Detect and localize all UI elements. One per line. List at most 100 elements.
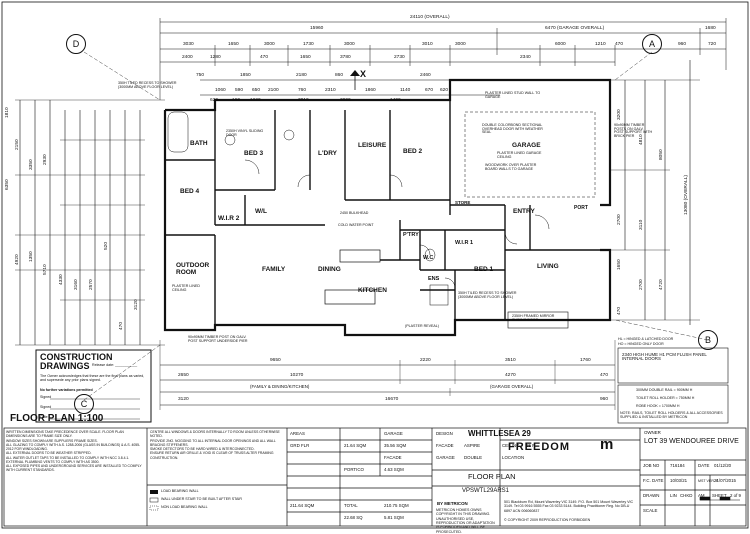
dim-left: 6350 — [5, 179, 10, 190]
note-outdoor-ceiling: PLASTER LINED CEILING — [172, 284, 200, 292]
area-facade-label: FACADE — [384, 455, 402, 460]
dim-right: 8050 — [659, 149, 664, 160]
dim-top: 2340 — [520, 55, 531, 60]
checked-value: AM — [698, 493, 705, 498]
dim-right: 3200 — [617, 109, 622, 120]
note-line: EXTERNAL PLUMBING VENTS TO COMPLY WITH A… — [6, 459, 100, 464]
dim-bottom: 9650 — [270, 358, 281, 363]
dim-top: 760 — [298, 88, 307, 93]
room-label-entry: ENTRY — [513, 208, 535, 215]
grid-marker-c: C — [74, 394, 94, 414]
room-label-family: FAMILY — [262, 266, 286, 273]
owner-label: OWNER — [644, 430, 661, 435]
room-label-kitchen: KITCHEN — [358, 287, 387, 294]
room-label-wir1: W.I.R 1 — [455, 240, 474, 246]
room-label-wl: W/L — [255, 208, 267, 215]
dim-top: 720 — [708, 42, 717, 47]
dim-top: 620 — [440, 88, 449, 93]
wall-legend-nonload: NON LOAD BEARING WALL — [161, 505, 208, 509]
garage-type-value: DOUBLE — [464, 455, 483, 460]
dim-bottom: 10270 — [290, 373, 304, 378]
dim-left: 470 — [119, 321, 124, 330]
dim-top: 1730 — [303, 42, 314, 47]
dim-overall-width: 24110 (OVERALL) — [410, 15, 450, 20]
note-line: WRITTEN DIMENSIONS TAKE PRECEDENCE OVER … — [6, 430, 124, 439]
area-header: AREAS — [290, 431, 305, 436]
design-label: DESIGN — [436, 431, 453, 436]
dim-top: 2180 — [296, 73, 307, 78]
dim-bottom: 3510 — [505, 358, 516, 363]
dim-bottom: 3120 — [178, 397, 189, 402]
dim-top: 1280 — [210, 55, 221, 60]
area-grd-label: GRD FLR — [290, 443, 310, 448]
area-ground-value: 211.64 SQM — [290, 503, 315, 508]
note-line: CENTRE ALL WINDOWS & DOORS INTERNALLY TO… — [150, 430, 280, 439]
dim-top: 1650 — [228, 42, 239, 47]
dim-top: 470 — [260, 55, 269, 60]
room-label-bed3: BED 3 — [244, 150, 264, 157]
company-by: BY METRICON — [437, 501, 468, 506]
dim-top: 160 — [232, 98, 241, 103]
note-garage-ceiling: PLASTER LINED GARAGE CEILING — [497, 151, 542, 159]
sheet-value: 2 of 9 — [730, 493, 741, 498]
note-garage-door: DOUBLE COLORBOND SECTIONAL OVERHEAD DOOR… — [482, 123, 543, 135]
dim-top: 650 — [252, 88, 261, 93]
room-label-ens: ENS — [428, 276, 440, 282]
general-notes-2: CENTRE ALL WINDOWS & DOORS INTERNALLY TO… — [150, 430, 284, 460]
dim-top: 3000 — [340, 98, 351, 103]
dim-right: 2700 — [617, 214, 622, 225]
construction-signed1: Signed — [40, 395, 52, 399]
dim-top: 1060 — [215, 88, 226, 93]
legend-toilet-roll: TOILET ROLL HOLDER = 750MM H — [636, 396, 695, 400]
dim-top: 1850 — [240, 73, 251, 78]
facade-value: ASPIRE — [464, 443, 481, 448]
dim-left: 2150 — [15, 139, 20, 150]
legend-internal-doors: 2340 HIGH HUME H1 PCM FLUSH PANEL INTERN… — [622, 352, 707, 362]
dim-top: 3010 — [422, 42, 433, 47]
dim-top: 620 — [210, 98, 219, 103]
room-label-bath: BATH — [190, 140, 208, 147]
area-portico-value: 4.63 SQM — [384, 467, 404, 472]
note-mirror-door: 2350H FRAMED MIRROR SLIDING DOOR — [512, 314, 555, 322]
dim-bottom-label: (FAMILY & DINING/KITCHEN) — [250, 384, 310, 389]
area-portico-label: PORTICO — [344, 467, 364, 472]
date-label: DATE — [698, 463, 710, 468]
note-woodwork: WOODWORK OVER PLASTER BOARD WALLS TO GAR… — [485, 163, 537, 171]
room-label-port: PORT — [574, 205, 588, 211]
note-tiled-recess: 350H TILED RECESS TO SHOWER (3000MM ABOV… — [118, 81, 177, 89]
dim-left: 3160 — [74, 279, 79, 290]
scale-label: SCALE — [643, 508, 658, 513]
room-label-store: STORE — [455, 200, 471, 205]
dim-bottom: 470 — [600, 373, 609, 378]
note-outdoor-post: 90x90MM TIMBER POST ON GALV. POST SUPPOR… — [188, 335, 248, 343]
room-label-wc: W.C — [423, 255, 434, 261]
legend-robe-hook: ROBE HOOK = 1700MM H — [636, 404, 680, 408]
area-total-value: 210.75 SQM — [384, 503, 409, 508]
dim-top: 6470 (GARAGE OVERALL) — [545, 26, 605, 31]
construction-title: CONSTRUCTION DRAWINGS — [40, 352, 113, 372]
dim-top: 860 — [335, 73, 344, 78]
note-bulkhead: 2450 BULKHEAD — [340, 211, 369, 215]
note-line: ALL GLAZING TO COMPLY WITH A.S. 1288-200… — [6, 442, 141, 451]
dim-top: 3000 — [344, 42, 355, 47]
legend-hinged-only: HO = HINGED ONLY DOOR — [618, 342, 664, 346]
general-notes: WRITTEN DIMENSIONS TAKE PRECEDENCE OVER … — [6, 430, 144, 473]
floor-plan-title: FLOOR PLAN 1:100 — [10, 413, 104, 424]
mst-label: MST VER. P — [698, 479, 719, 483]
dim-top: 1140 — [400, 88, 411, 93]
dim-bottom: 1760 — [580, 358, 591, 363]
dim-top: 470 — [615, 42, 624, 47]
construction-body: The Owner acknowledges that these are th… — [40, 374, 145, 383]
dim-top: 3000 — [264, 42, 275, 47]
note-line: ALL WATER OUTLET TAPS TO BE INSTALLED TO… — [6, 455, 130, 460]
dim-top: 1650 — [300, 55, 311, 60]
note-line: ALL EXTERNAL DOORS TO BE WEATHER STRIPPE… — [6, 451, 92, 456]
dim-bottom: 960 — [600, 397, 609, 402]
note-tiled-recess-ens: 350H TILED RECESS TO SHOWER (3000MM ABOV… — [458, 291, 517, 299]
legend-rail-double: 300MM DOUBLE RAIL = 900MM H — [636, 388, 693, 392]
drawn-value: LIN — [670, 493, 677, 498]
dim-left: 4920 — [15, 254, 20, 265]
dim-right: 13080 (OVERALL) — [684, 175, 689, 215]
